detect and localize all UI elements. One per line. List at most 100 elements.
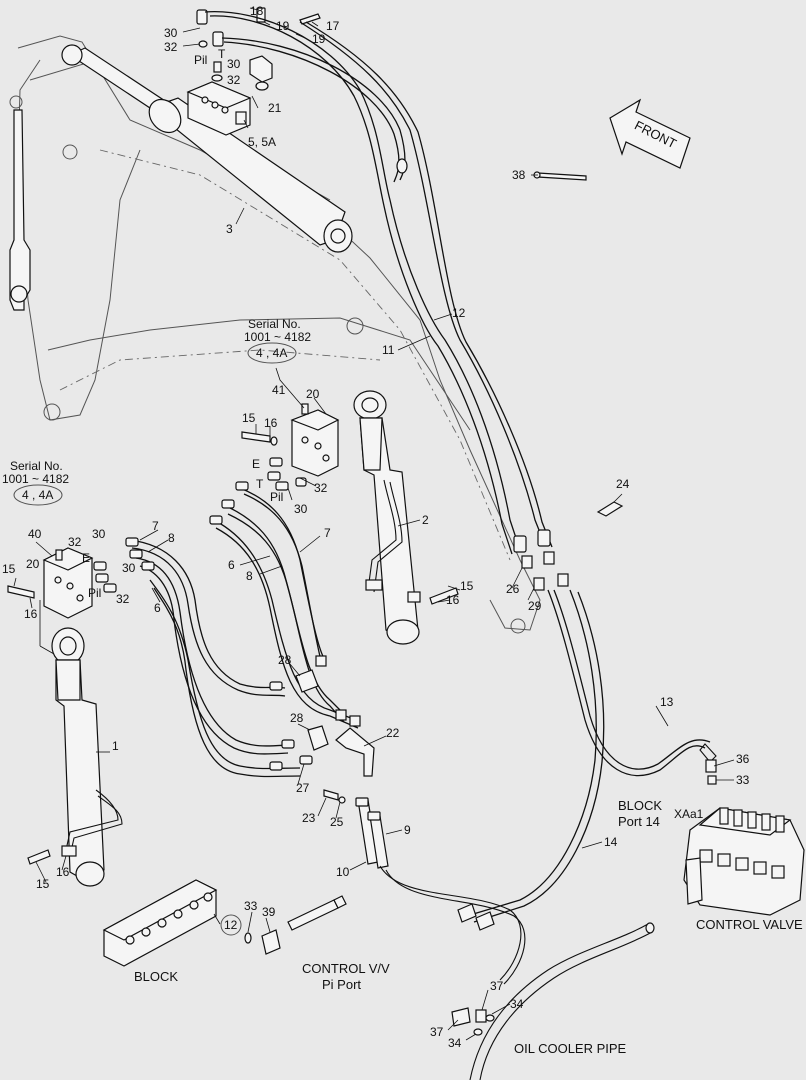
callout-15: 15 (2, 562, 16, 576)
callout-8: 8 (168, 531, 175, 545)
lines-9-10 (355, 797, 526, 985)
callout-13: 13 (660, 695, 674, 709)
control-valve (683, 807, 805, 916)
callout-10: 10 (336, 865, 350, 879)
callout-32: 32 (68, 535, 82, 549)
callout-e: E (82, 551, 90, 565)
callout-22: 22 (386, 726, 400, 740)
block-12 (102, 879, 218, 967)
callout-20: 20 (306, 387, 320, 401)
cylinder-1 (27, 600, 123, 887)
callout-e: E (252, 457, 260, 471)
serial-circle-2 (13, 484, 63, 506)
callout-29: 29 (528, 599, 542, 613)
callout-32: 32 (227, 73, 241, 87)
connectors-26-29 (513, 501, 624, 591)
valve-block-40 (7, 547, 117, 619)
callout-23: 23 (302, 811, 316, 825)
callout-7: 7 (152, 519, 159, 533)
caption-block-port-num: Port 14 (618, 814, 660, 829)
caption-pi-port: Pi Port (322, 977, 361, 992)
top-fittings (196, 7, 321, 82)
callout-30: 30 (294, 502, 308, 516)
valve-block-41 (241, 403, 340, 491)
callout-16: 16 (56, 865, 70, 879)
callout-20: 20 (26, 557, 40, 571)
front-arrow-icon: FRONT (609, 98, 691, 169)
callout-38: 38 (512, 168, 526, 182)
callout-37: 37 (490, 979, 504, 993)
leader-lines (13, 7, 735, 1041)
hoses-13-14 (469, 589, 717, 923)
callout-30: 30 (122, 561, 136, 575)
callout-30: 30 (92, 527, 106, 541)
callout-pil: Pil (270, 490, 283, 504)
caption-block: BLOCK (134, 969, 178, 984)
callout-11: 11 (382, 343, 395, 357)
callout-14: 14 (604, 835, 618, 849)
oil-cooler-pipe (469, 922, 655, 1080)
callout-32: 32 (116, 592, 130, 606)
callout-1: 1 (112, 739, 119, 753)
cylinder-2 (353, 390, 459, 645)
caption-block-port-title: BLOCK (618, 798, 662, 813)
callout-30: 30 (227, 57, 241, 71)
serial-notes: Serial No. 1001 ~ 4182 4 , 4A Serial No.… (2, 317, 311, 502)
serial-note-2-range: 1001 ~ 4182 (2, 472, 69, 486)
caption-control-vv: CONTROL V/V (302, 961, 390, 976)
callout-3: 3 (226, 222, 233, 236)
part-12-circle (220, 914, 242, 936)
part-38 (533, 171, 587, 181)
caption-control-valve: CONTROL VALVE (696, 917, 803, 932)
valve-block-21 (186, 55, 273, 136)
callout-28: 28 (290, 711, 304, 725)
callout-t: T (256, 477, 264, 491)
callout-labels: 18 30 19 17 32 19 Pil T 30 32 21 5, 5A 3… (2, 4, 750, 1050)
callout-6: 6 (154, 601, 161, 615)
callout-30: 30 (164, 26, 178, 40)
boom-outline (9, 35, 541, 634)
callout-5-5a: 5, 5A (248, 135, 276, 149)
callout-16: 16 (264, 416, 278, 430)
callout-17: 17 (326, 19, 340, 33)
callout-19: 19 (312, 32, 326, 46)
callout-19: 19 (276, 19, 290, 33)
serial-circle-1 (247, 342, 297, 364)
callout-2: 2 (422, 513, 429, 527)
callout-32: 32 (164, 40, 178, 54)
serial-note-2-parts: 4 , 4A (22, 488, 53, 502)
callout-12: 12 (452, 306, 466, 320)
callout-pil: Pil (88, 586, 101, 600)
callout-34: 34 (510, 997, 524, 1011)
callout-39: 39 (262, 905, 276, 919)
caption-xaa1: XAa1 (674, 807, 704, 821)
serial-note-2-title: Serial No. (10, 459, 63, 473)
serial-note-1-parts: 4 , 4A (256, 346, 287, 360)
callout-t: T (218, 47, 226, 61)
tees-and-bracket (295, 669, 375, 804)
callout-32: 32 (314, 481, 328, 495)
callout-pil: Pil (194, 53, 207, 67)
bottom-fittings (451, 903, 495, 1036)
callout-12: 12 (224, 918, 238, 932)
hoses-6-7-8 (125, 481, 361, 778)
hoses-11-12 (204, 11, 553, 555)
callout-33: 33 (244, 899, 258, 913)
callout-16: 16 (24, 607, 38, 621)
callout-9: 9 (404, 823, 411, 837)
callout-36: 36 (736, 752, 750, 766)
callout-26: 26 (506, 582, 520, 596)
callout-27: 27 (296, 781, 310, 795)
captions: BLOCK CONTROL V/V Pi Port CONTROL VALVE … (134, 798, 803, 1056)
callout-6: 6 (228, 558, 235, 572)
callout-40: 40 (28, 527, 42, 541)
serial-note-1-range: 1001 ~ 4182 (244, 330, 311, 344)
cylinder-3 (61, 44, 353, 253)
callout-25: 25 (330, 815, 344, 829)
callout-28: 28 (278, 653, 292, 667)
callout-24: 24 (616, 477, 630, 491)
caption-oil-cooler-pipe: OIL COOLER PIPE (514, 1041, 627, 1056)
callout-16: 16 (446, 593, 460, 607)
callout-21: 21 (268, 101, 282, 115)
